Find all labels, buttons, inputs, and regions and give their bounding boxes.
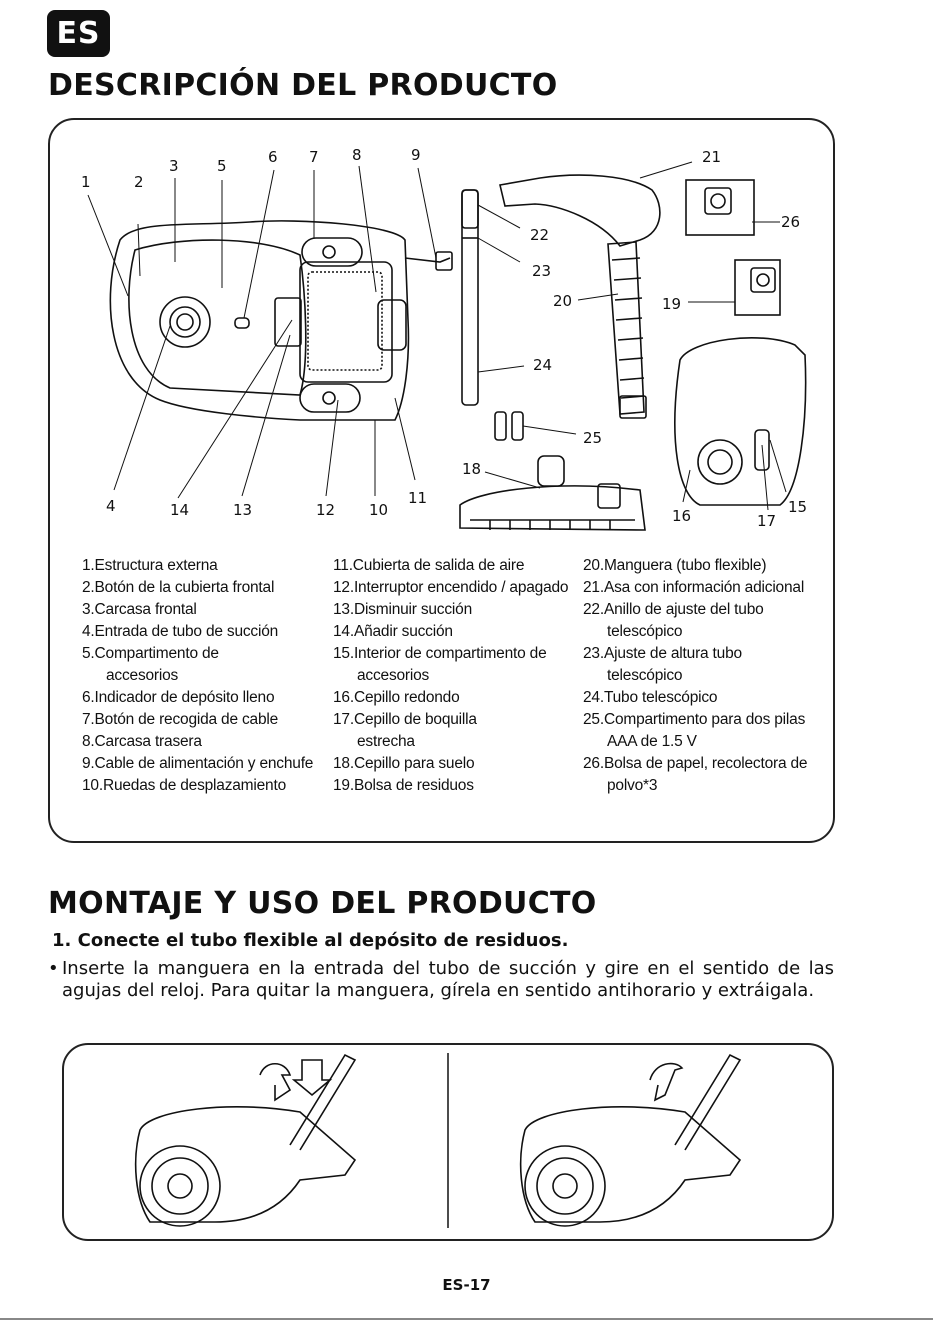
callout-26: 26	[781, 213, 800, 231]
part-item: 13.Disminuir succión	[333, 601, 472, 618]
callout-5: 5	[217, 157, 227, 175]
callout-7: 7	[309, 148, 319, 166]
part-item: 8.Carcasa trasera	[82, 733, 202, 750]
hose-handle	[499, 174, 661, 247]
callout-11: 11	[408, 489, 427, 507]
part-item: 4.Entrada de tubo de succión	[82, 623, 279, 640]
callout-19: 19	[662, 295, 681, 313]
vacuum-body-outline	[109, 220, 410, 421]
part-item: 19.Bolsa de residuos	[333, 777, 474, 794]
callout-10: 10	[369, 501, 388, 519]
accessory-compartment	[674, 336, 807, 506]
step-1-text: Inserte la manguera en la entrada del tu…	[62, 958, 834, 1001]
part-item: 20.Manguera (tubo flexible)	[583, 557, 767, 574]
part-item: 5.Compartimento de accesorios	[82, 645, 219, 684]
part-item: 11.Cubierta de salida de aire	[333, 557, 525, 574]
callout-9: 9	[411, 146, 421, 164]
part-item: 1.Estructura externa	[82, 557, 218, 574]
callout-6: 6	[268, 148, 278, 166]
parts-list-col2: 11.Cubierta de salida de aire 12.Interru…	[333, 555, 581, 797]
callout-18: 18	[462, 460, 481, 478]
callout-22: 22	[530, 226, 549, 244]
callout-8: 8	[352, 146, 362, 164]
footer-divider	[0, 1318, 933, 1320]
language-badge: ES	[47, 10, 110, 57]
part-item: 3.Carcasa frontal	[82, 601, 197, 618]
part-item: 7.Botón de recogida de cable	[82, 711, 279, 728]
step-1-title: 1. Conecte el tubo flexible al depósito …	[52, 930, 569, 951]
part-item: 26.Bolsa de papel, recolectora de polvo*…	[583, 755, 808, 794]
bullet-glyph: •	[48, 958, 59, 979]
part-item: 2.Botón de la cubierta frontal	[82, 579, 275, 596]
part-item: 15.Interior de compartimento de accesori…	[333, 645, 547, 684]
callout-21: 21	[702, 148, 721, 166]
callout-4: 4	[106, 497, 116, 515]
callout-16: 16	[672, 507, 691, 525]
part-item: 6.Indicador de depósito lleno	[82, 689, 275, 706]
section-title-assembly: MONTAJE Y USO DEL PRODUCTO	[48, 886, 597, 921]
part-item: 23.Ajuste de altura tubo telescópico	[583, 645, 742, 684]
parts-list-col3: 20.Manguera (tubo flexible) 21.Asa con i…	[583, 555, 823, 797]
callout-12: 12	[316, 501, 335, 519]
callout-13: 13	[233, 501, 252, 519]
part-item: 12.Interruptor encendido / apagado	[333, 579, 569, 596]
page-number: ES-17	[442, 1276, 491, 1294]
callout-17: 17	[757, 512, 776, 530]
callout-20: 20	[553, 292, 572, 310]
part-item: 14.Añadir succión	[333, 623, 453, 640]
callout-15: 15	[788, 498, 807, 516]
callout-14: 14	[170, 501, 189, 519]
part-item: 9.Cable de alimentación y enchufe	[82, 755, 314, 772]
parts-list-col1: 1.Estructura externa 2.Botón de la cubie…	[82, 555, 327, 797]
part-item: 21.Asa con información adicional	[583, 579, 805, 596]
callout-24: 24	[533, 356, 552, 374]
part-item: 18.Cepillo para suelo	[333, 755, 475, 772]
callout-25: 25	[583, 429, 602, 447]
callout-1: 1	[81, 173, 91, 191]
part-item: 25.Compartimento para dos pilas AAA de 1…	[583, 711, 806, 750]
step-1-instruction: • Inserte la manguera en la entrada del …	[48, 958, 834, 1002]
part-item: 10.Ruedas de desplazamiento	[82, 777, 286, 794]
part-item: 16.Cepillo redondo	[333, 689, 460, 706]
callout-2: 2	[134, 173, 144, 191]
part-item: 17.Cepillo de boquilla estrecha	[333, 711, 477, 750]
callout-23: 23	[532, 262, 551, 280]
floor-brush	[459, 485, 646, 531]
product-description-panel	[48, 118, 835, 843]
part-item: 24.Tubo telescópico	[583, 689, 718, 706]
section-title-description: DESCRIPCIÓN DEL PRODUCTO	[48, 68, 558, 103]
product-diagram: 1 2 3 4 5 6 7 8 9 10 11 12 13 14 15 16 1…	[81, 146, 807, 531]
callout-3: 3	[169, 157, 179, 175]
part-item: 22.Anillo de ajuste del tubo telescópico	[583, 601, 764, 640]
assembly-illustration-panel	[62, 1043, 834, 1241]
